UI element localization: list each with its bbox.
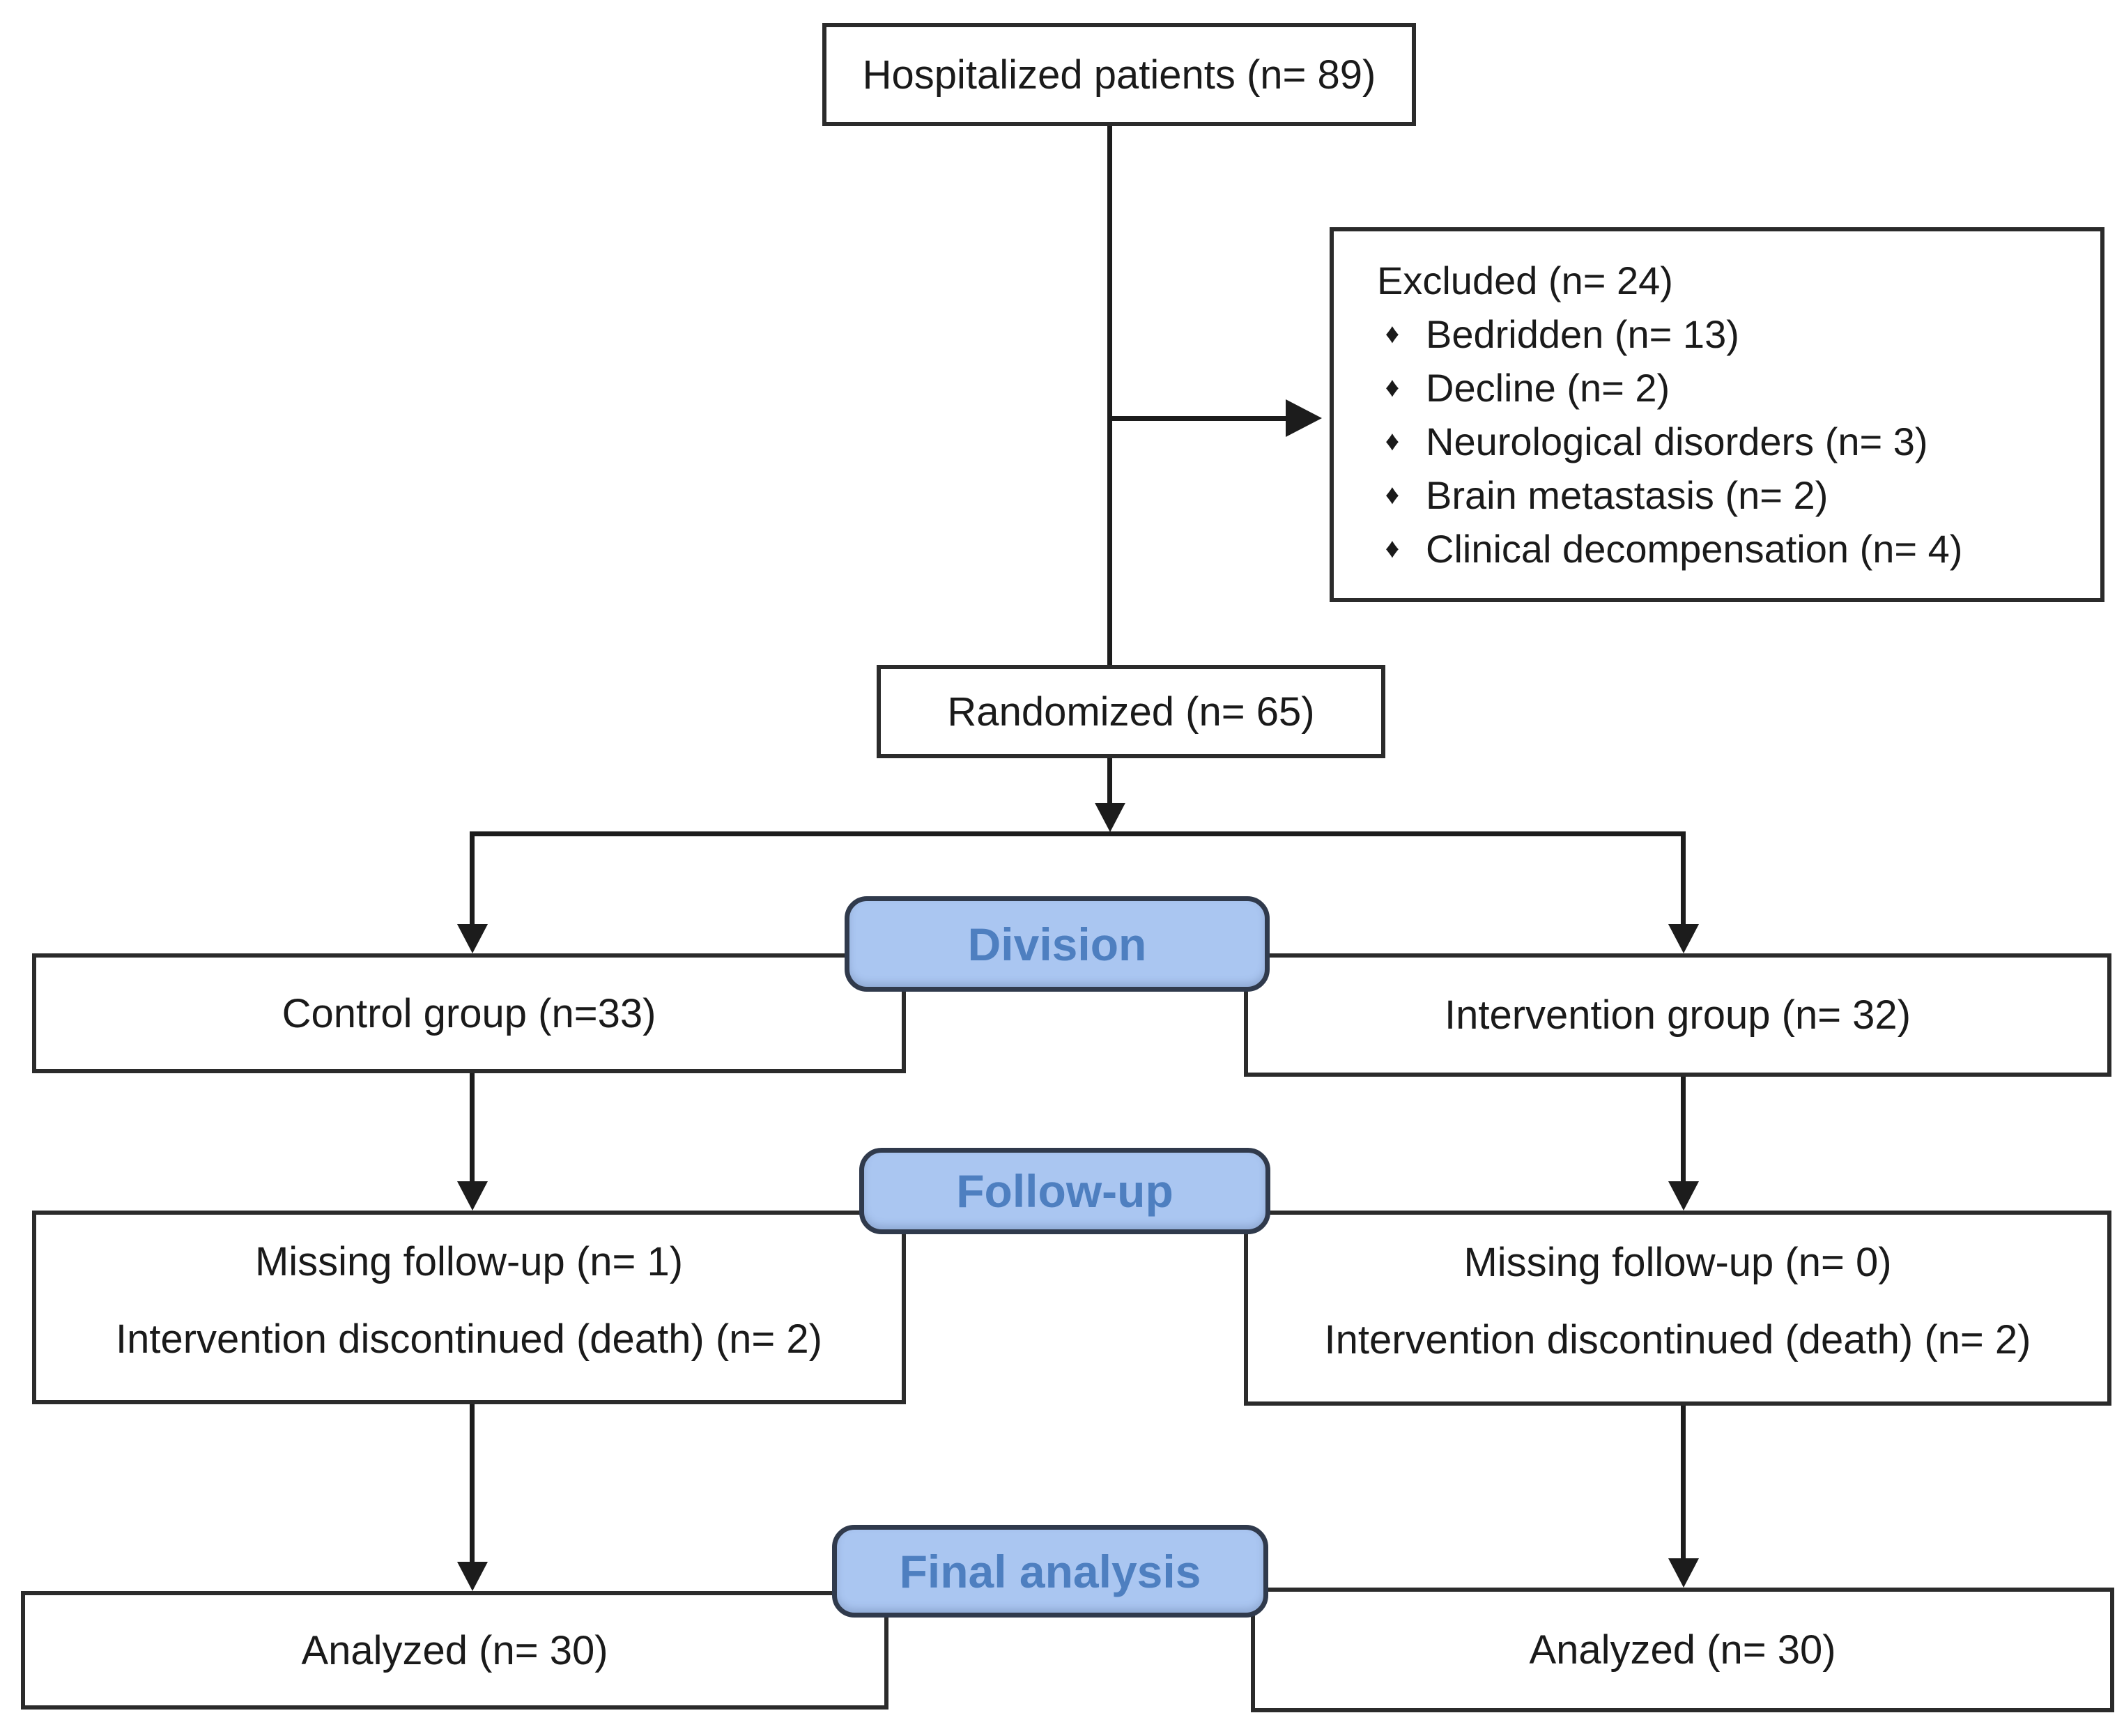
final-analysis-stage-pill: Final analysis	[832, 1525, 1268, 1618]
control-discontinued-label: Intervention discontinued (death) (n= 2)	[115, 1316, 822, 1362]
excluded-item-label: Decline (n= 2)	[1426, 366, 1670, 410]
control-analyzed-label: Analyzed (n= 30)	[301, 1627, 608, 1673]
control-missing-followup-label: Missing follow-up (n= 1)	[254, 1239, 684, 1284]
arrowhead-control-analyzed-icon	[457, 1562, 488, 1591]
diamond-bullet-icon: ♦	[1385, 479, 1400, 510]
division-stage-label: Division	[967, 918, 1147, 970]
excluded-item: ♦ Brain metastasis (n= 2)	[1377, 468, 1829, 522]
excluded-item-label: Bedridden (n= 13)	[1426, 312, 1739, 356]
randomized-label: Randomized (n= 65)	[947, 689, 1315, 735]
followup-stage-pill: Follow-up	[859, 1148, 1270, 1234]
intervention-followup-box: Missing follow-up (n= 0) Intervention di…	[1244, 1211, 2111, 1406]
excluded-item-label: Neurological disorders (n= 3)	[1426, 420, 1928, 463]
control-analyzed-box: Analyzed (n= 30)	[21, 1591, 888, 1710]
connector-split-horizontal	[470, 831, 1686, 836]
arrowhead-split-icon	[1095, 803, 1125, 832]
arrowhead-control-followup-icon	[457, 1181, 488, 1211]
connector-hospitalized-to-randomized	[1107, 126, 1112, 665]
diamond-bullet-icon: ♦	[1385, 533, 1400, 564]
control-followup-box: Missing follow-up (n= 1) Intervention di…	[32, 1211, 906, 1404]
excluded-item-label: Clinical decompensation (n= 4)	[1426, 527, 1963, 571]
intervention-analyzed-box: Analyzed (n= 30)	[1251, 1588, 2114, 1712]
connector-randomized-to-split	[1107, 758, 1112, 803]
intervention-missing-followup-label: Missing follow-up (n= 0)	[1463, 1240, 1892, 1285]
arrowhead-intervention-analyzed-icon	[1668, 1558, 1699, 1588]
connector-intervention-to-analyzed	[1681, 1406, 1686, 1558]
excluded-item: ♦ Bedridden (n= 13)	[1377, 307, 1739, 361]
excluded-title: Excluded (n= 24)	[1377, 259, 1673, 302]
arrowhead-intervention-followup-icon	[1668, 1181, 1699, 1211]
division-stage-pill: Division	[845, 896, 1270, 992]
connector-split-to-control	[470, 834, 475, 924]
final-analysis-stage-label: Final analysis	[899, 1545, 1201, 1597]
intervention-analyzed-label: Analyzed (n= 30)	[1529, 1627, 1836, 1673]
control-group-label: Control group (n=33)	[282, 990, 656, 1036]
followup-stage-label: Follow-up	[956, 1165, 1173, 1217]
excluded-item: ♦ Neurological disorders (n= 3)	[1377, 415, 1928, 468]
connector-to-excluded	[1109, 416, 1286, 421]
arrowhead-intervention-icon	[1668, 924, 1699, 953]
intervention-group-box: Intervention group (n= 32)	[1244, 953, 2111, 1077]
excluded-item: ♦ Decline (n= 2)	[1377, 361, 1670, 415]
control-group-box: Control group (n=33)	[32, 953, 906, 1073]
excluded-item: ♦ Clinical decompensation (n= 4)	[1377, 522, 1963, 576]
connector-control-to-analyzed	[470, 1404, 475, 1562]
connector-control-to-followup	[470, 1073, 475, 1181]
hospitalized-patients-box: Hospitalized patients (n= 89)	[822, 23, 1416, 126]
intervention-group-label: Intervention group (n= 32)	[1444, 992, 1911, 1038]
hospitalized-patients-label: Hospitalized patients (n= 89)	[862, 52, 1376, 98]
intervention-discontinued-label: Intervention discontinued (death) (n= 2)	[1324, 1317, 2031, 1362]
arrowhead-excluded-icon	[1286, 399, 1322, 437]
excluded-item-label: Brain metastasis (n= 2)	[1426, 473, 1829, 517]
excluded-box: Excluded (n= 24) ♦ Bedridden (n= 13) ♦ D…	[1330, 227, 2104, 602]
randomized-box: Randomized (n= 65)	[877, 665, 1385, 758]
arrowhead-control-icon	[457, 924, 488, 953]
diamond-bullet-icon: ♦	[1385, 372, 1400, 403]
diamond-bullet-icon: ♦	[1385, 318, 1400, 349]
diamond-bullet-icon: ♦	[1385, 426, 1400, 456]
connector-split-to-intervention	[1681, 834, 1686, 924]
connector-intervention-to-followup	[1681, 1077, 1686, 1181]
